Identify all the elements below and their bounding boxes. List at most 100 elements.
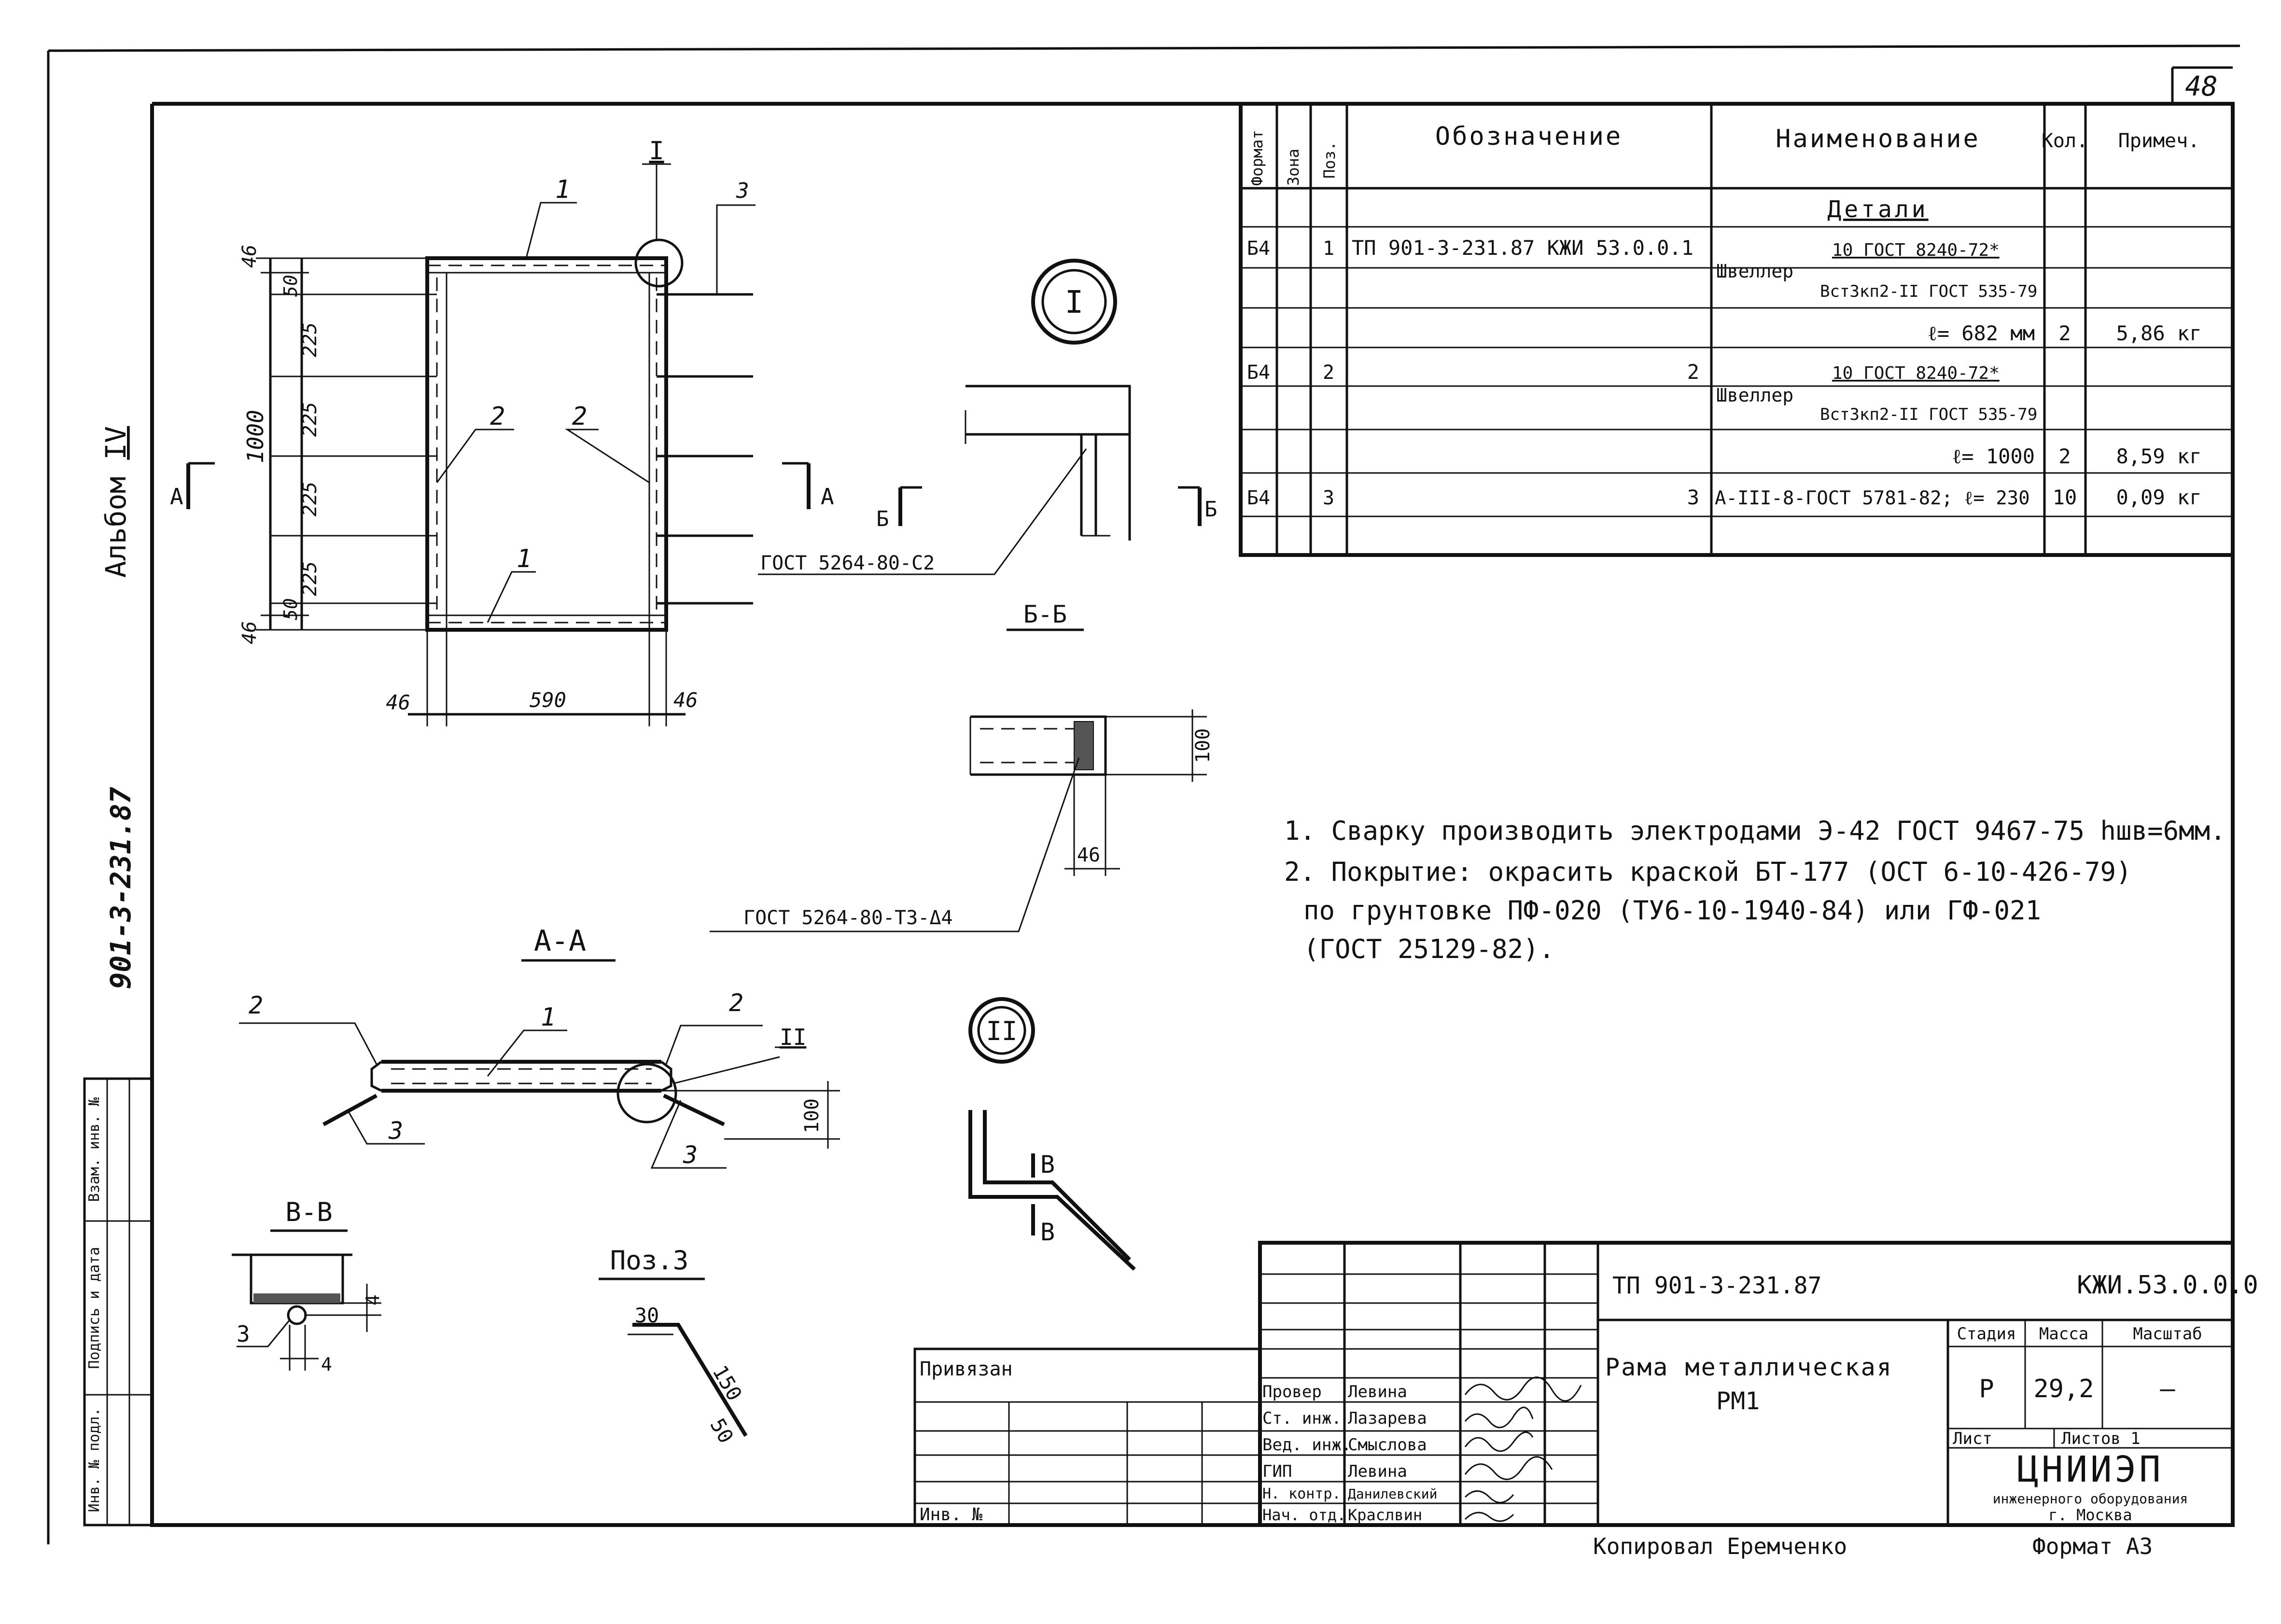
title-line2: РМ1 bbox=[1716, 1387, 1760, 1415]
header-name: Наименование bbox=[1776, 125, 1980, 153]
plan-pos1-top: 1 bbox=[555, 175, 570, 204]
section-bb-title: Б-Б bbox=[1023, 600, 1067, 628]
section-vv-dim2: 4 bbox=[321, 1354, 332, 1375]
sheet-number: 48 bbox=[2185, 71, 2217, 102]
signer-role-6: Нач. отд. bbox=[1262, 1506, 1346, 1524]
signer-role-2: Ст. инж. bbox=[1262, 1409, 1342, 1428]
plan-section-A-right: А bbox=[821, 484, 834, 510]
note-3: по грунтовке ПФ-020 (ТУ6-10-1940-84) или… bbox=[1303, 895, 2041, 926]
weld-detail-weld: ГОСТ 5264-80-Т3-Δ4 bbox=[743, 907, 952, 929]
side-stamp-inv: Инв. № подл. bbox=[86, 1408, 103, 1513]
plan-section-B-left: Б bbox=[876, 507, 889, 531]
row2-name: ℓ= 682 мм bbox=[1928, 321, 2035, 345]
node-I-label: I bbox=[1065, 285, 1084, 320]
title-block: Привязан Инв. № ТП 901-3-231.87 КЖИ.53.0… bbox=[913, 1241, 2258, 1527]
signatures bbox=[1464, 1376, 1582, 1522]
row3-pos: 2 bbox=[1323, 361, 1334, 384]
row1-pos: 1 bbox=[1323, 237, 1334, 260]
section-aa-node: II bbox=[780, 1024, 806, 1050]
note-1: 1. Сварку производить электродами Э-42 Г… bbox=[1284, 816, 2226, 846]
title-line1: Рама металлическая bbox=[1605, 1353, 1893, 1381]
mass-label: Масса bbox=[2039, 1324, 2088, 1344]
album-label: Альбом IV bbox=[99, 426, 132, 578]
row3-name-prefix: Швеллер bbox=[1716, 385, 1793, 406]
dim-total-1000: 1000 bbox=[242, 410, 268, 463]
footer: Копировал Еремченко Формат А3 bbox=[1593, 1533, 2153, 1559]
plan-view: 46 50 225 225 225 225 50 46 1000 46 590 … bbox=[170, 137, 1217, 726]
row5-name: А-III-8-ГОСТ 5781-82; ℓ= 230 bbox=[1715, 487, 2030, 509]
sheet-label: Лист bbox=[1953, 1429, 1992, 1448]
scale-value: — bbox=[2160, 1374, 2175, 1403]
side-stamp-signature: Подпись и дата bbox=[86, 1247, 103, 1369]
org-name: ЦНИИЭП bbox=[2017, 1449, 2163, 1490]
pos3-d2: 150 bbox=[708, 1361, 746, 1405]
node-I-callout: I bbox=[1031, 259, 1117, 345]
row5-designation: 3 bbox=[1687, 486, 1699, 509]
header-zone: Зона bbox=[1284, 149, 1302, 186]
scale-label: Масштаб bbox=[2133, 1324, 2202, 1344]
pos3-detail: Поз.3 30 150 50 bbox=[599, 1245, 748, 1447]
doc-number: ТП 901-3-231.87 bbox=[1612, 1272, 1821, 1299]
row3-name-top: 10 ГОСТ 8240-72* bbox=[1832, 363, 2000, 383]
signer-name-2: Лазарева bbox=[1348, 1409, 1427, 1428]
dim-bottom-46-left: 46 bbox=[386, 691, 410, 714]
dim-left-50-bottom: 50 bbox=[280, 598, 301, 620]
weld-detail-dim-h: 100 bbox=[1192, 728, 1214, 763]
left-margin-labels: Альбом IV 901-3-231.87 bbox=[99, 426, 137, 989]
doc-code: КЖИ.53.0.0.0 bbox=[2077, 1271, 2258, 1300]
signer-role-4: ГИП bbox=[1262, 1462, 1292, 1481]
header-note: Примеч. bbox=[2118, 130, 2200, 152]
org-sub: инженерного оборудования bbox=[1993, 1491, 2188, 1507]
dim-left-50-top: 50 bbox=[280, 275, 301, 297]
row2-note: 5,86 кг bbox=[2116, 321, 2201, 345]
row5-note: 0,09 кг bbox=[2116, 486, 2201, 509]
plan-pos2-right: 2 bbox=[572, 402, 587, 431]
dim-bottom-46-right: 46 bbox=[673, 688, 698, 712]
node-II-section-top: В bbox=[1040, 1151, 1055, 1179]
dim-left-225-2: 225 bbox=[299, 402, 321, 437]
pos3-d3: 50 bbox=[705, 1415, 738, 1447]
signer-role-3: Вед. инж. bbox=[1262, 1435, 1351, 1455]
row3-designation: 2 bbox=[1687, 360, 1699, 384]
header-format: Формат bbox=[1248, 130, 1266, 186]
side-stamp-replace: Взам. инв. № bbox=[86, 1097, 103, 1202]
weld-detail: 100 46 ГОСТ 5264-80-Т3-Δ4 bbox=[710, 709, 1214, 932]
row3-format: Б4 bbox=[1247, 361, 1270, 384]
stage-value: Р bbox=[1979, 1374, 1994, 1403]
footer-copied: Копировал Еремченко bbox=[1593, 1533, 1847, 1559]
inv-label: Инв. № bbox=[920, 1505, 982, 1525]
row3-name-bottom: Вст3кп2-II ГОСТ 535-79 bbox=[1820, 405, 2037, 424]
plan-section-A-left: А bbox=[170, 484, 183, 510]
section-vv-dim1: 4 bbox=[362, 1294, 383, 1305]
note-2: 2. Покрытие: окрасить краской БТ-177 (ОС… bbox=[1284, 857, 2132, 887]
dim-left-46-top: 46 bbox=[238, 245, 261, 268]
privyazan-label: Привязан bbox=[920, 1358, 1013, 1380]
node-II-section-bottom: В bbox=[1040, 1218, 1055, 1246]
row5-format: Б4 bbox=[1247, 487, 1270, 509]
row4-name: ℓ= 1000 bbox=[1952, 444, 2035, 468]
row4-qty: 2 bbox=[2058, 444, 2071, 468]
section-bb: ГОСТ 5264-80-С2 Б-Б bbox=[758, 385, 1131, 631]
spec-table: Формат Зона Поз. Обозначение Наименовани… bbox=[1239, 102, 2235, 557]
pos3-title: Поз.3 bbox=[610, 1245, 689, 1276]
plan-pos1-bottom: 1 bbox=[517, 544, 532, 573]
pos3-d1: 30 bbox=[635, 1304, 659, 1327]
plan-pos3: 3 bbox=[736, 179, 749, 203]
dim-bottom-590: 590 bbox=[530, 688, 566, 712]
row1-designation: ТП 901-3-231.87 КЖИ 53.0.0.1 bbox=[1352, 236, 1693, 260]
row4-note: 8,59 кг bbox=[2116, 444, 2201, 468]
weld-detail-dim-w: 46 bbox=[1077, 844, 1100, 866]
node-II: II В В bbox=[968, 997, 1136, 1271]
notes: 1. Сварку производить электродами Э-42 Г… bbox=[1284, 816, 2226, 964]
section-aa-pos3-right: 3 bbox=[683, 1141, 698, 1169]
row2-qty: 2 bbox=[2058, 321, 2071, 345]
header-pos: Поз. bbox=[1320, 141, 1339, 179]
section-bb-weld: ГОСТ 5264-80-С2 bbox=[760, 552, 935, 574]
mass-value: 29,2 bbox=[2033, 1374, 2094, 1403]
signer-name-3: Смыслова bbox=[1348, 1435, 1427, 1455]
plan-node-I: I bbox=[649, 137, 664, 166]
signer-name-5: Данилевский bbox=[1348, 1486, 1437, 1502]
signer-name-1: Левина bbox=[1348, 1382, 1407, 1402]
header-designation: Обозначение bbox=[1435, 122, 1623, 151]
